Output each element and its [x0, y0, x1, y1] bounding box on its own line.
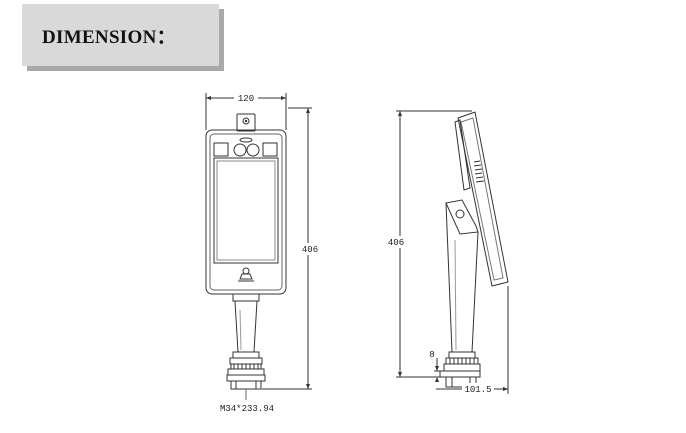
display-screen	[213, 157, 279, 264]
camera-lens-left	[233, 143, 247, 157]
page-title: DIMENSION：	[42, 26, 176, 48]
base-thickness-label: 8	[429, 350, 434, 360]
side-height-label: 406	[388, 238, 404, 248]
front-height-dimension: 406	[262, 107, 322, 390]
front-view: 120 406	[205, 93, 322, 414]
terminal-body	[205, 129, 287, 295]
side-support-pole	[445, 202, 479, 353]
right-sensor-window	[262, 142, 278, 157]
front-width-label: 120	[238, 94, 254, 104]
mounting-collar	[226, 351, 266, 390]
logo-icon	[238, 267, 254, 282]
terminal-side-profile	[454, 111, 509, 287]
side-height-dimension: 406	[386, 110, 472, 378]
left-sensor-window	[213, 142, 229, 157]
side-depth-dimension: 101.5	[436, 286, 509, 395]
neck-connector	[232, 293, 260, 302]
thread-spec-label: M34*233.94	[220, 404, 274, 414]
top-camera-housing	[236, 113, 256, 132]
support-pole	[234, 300, 258, 353]
indicator-light	[239, 137, 253, 143]
title-banner: DIMENSION：	[22, 4, 219, 66]
side-depth-label: 101.5	[464, 385, 491, 395]
front-width-dimension: 120	[205, 93, 287, 130]
camera-lens-right	[246, 143, 260, 157]
top-camera-lens	[242, 117, 250, 125]
hinge-bracket	[445, 199, 479, 235]
side-view: 406	[386, 110, 509, 395]
front-height-label: 406	[302, 245, 318, 255]
side-mounting-collar	[439, 351, 481, 388]
hinge-bolt	[455, 209, 465, 219]
base-thickness-dimension: 8	[429, 350, 444, 382]
